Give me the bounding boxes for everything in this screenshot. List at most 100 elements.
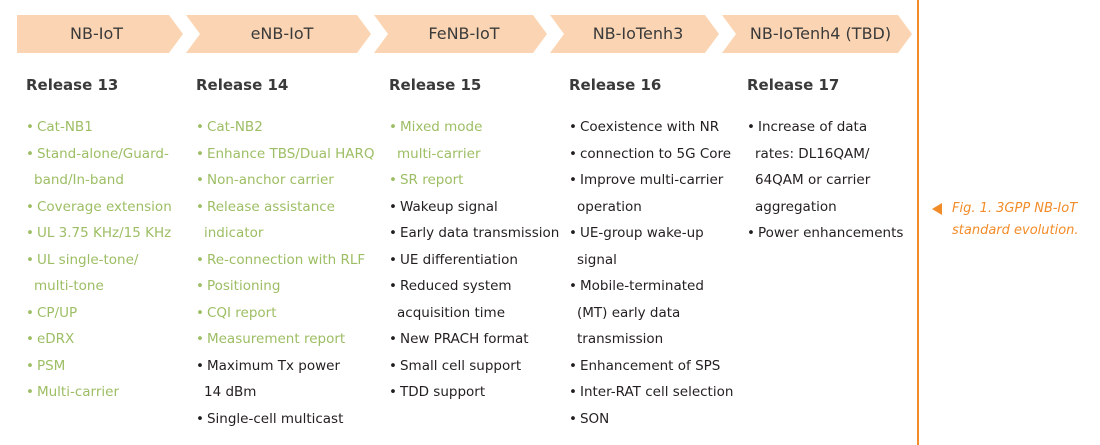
bullet-icon: •	[196, 119, 204, 135]
bullet-icon: •	[196, 410, 204, 427]
feature-text: TDD support	[399, 384, 486, 400]
feature-item: •Maximum Tx power	[196, 353, 375, 380]
feature-text: 64QAM or carrier	[755, 172, 871, 188]
release-column-1: Release 13•Cat-NB1•Stand-alone/Guard-ban…	[26, 70, 172, 406]
feature-item: •Re-connection with RLF	[196, 247, 375, 274]
bullet-icon: •	[569, 357, 577, 374]
feature-text: Small cell support	[399, 357, 522, 374]
feature-item: •connection to 5G Core	[569, 141, 733, 168]
feature-text: Enhancement of SPS	[579, 357, 721, 374]
chevron-shapes	[17, 15, 912, 53]
feature-text: Improve multi-carrier	[579, 172, 724, 188]
feature-item: •UE-group wake-up	[569, 220, 733, 247]
caption-arrow-icon	[932, 203, 942, 215]
bullet-icon: •	[26, 251, 34, 268]
stage-label-5: NB-IoTenh4 (TBD)	[749, 24, 892, 43]
feature-text: Multi-carrier	[36, 384, 120, 400]
feature-item-continuation: signal	[569, 247, 733, 274]
bullet-icon: •	[196, 198, 204, 215]
feature-item: •PSM	[26, 353, 172, 380]
bullet-icon: •	[569, 119, 577, 135]
feature-item-continuation: indicator	[196, 220, 375, 247]
feature-text: Power enhancements	[757, 225, 904, 241]
feature-item: •Mixed mode	[389, 114, 559, 141]
bullet-icon: •	[389, 357, 397, 374]
feature-item: •UL 3.75 KHz/15 KHz	[26, 220, 172, 247]
feature-item: •Wakeup signal	[389, 194, 559, 221]
feature-text: CP/UP	[36, 304, 78, 321]
release-column-5: Release 17 •Increase of data rates: DL16QA…	[747, 70, 903, 247]
feature-item: •TDD support	[389, 379, 559, 406]
stage-chevron-5	[722, 15, 912, 53]
feature-text: Single-cell multicast	[206, 410, 344, 427]
feature-item-continuation: acquisition time	[389, 300, 559, 327]
feature-text: Non-anchor carrier	[206, 172, 334, 188]
feature-text: UL single-tone/	[36, 251, 139, 268]
feature-item-continuation: multi-carrier	[389, 141, 559, 168]
bullet-icon: •	[747, 119, 755, 135]
feature-text: Mixed mode	[399, 119, 483, 135]
feature-text: eDRX	[36, 331, 75, 347]
feature-text: Stand-alone/Guard-	[36, 145, 169, 162]
feature-item: •Increase of data	[747, 114, 903, 141]
bullet-icon: •	[26, 357, 34, 374]
feature-text: operation	[577, 198, 642, 215]
feature-text: Coexistence with NR	[579, 119, 720, 135]
feature-text: band/In-band	[34, 172, 124, 188]
feature-item-continuation: band/In-band	[26, 167, 172, 194]
feature-text: Maximum Tx power	[206, 357, 341, 374]
feature-item-continuation: rates: DL16QAM/	[747, 141, 903, 168]
feature-item-continuation: operation	[569, 194, 733, 221]
bullet-icon: •	[26, 145, 34, 162]
feature-item: •SON	[569, 406, 733, 433]
bullet-icon: •	[196, 278, 204, 294]
feature-item: •UE differentiation	[389, 247, 559, 274]
bullet-icon: •	[196, 172, 204, 188]
feature-item: •Release assistance	[196, 194, 375, 221]
feature-item: •Reduced system	[389, 273, 559, 300]
release-title: Release 17	[747, 76, 840, 94]
feature-item: •UL single-tone/	[26, 247, 172, 274]
feature-item: •CP/UP	[26, 300, 172, 327]
feature-item-continuation: aggregation	[747, 194, 903, 221]
feature-item: •SR report	[389, 167, 559, 194]
feature-text: 14 dBm	[204, 384, 257, 400]
feature-text: aggregation	[755, 198, 837, 215]
feature-text: acquisition time	[397, 304, 506, 321]
bullet-icon: •	[196, 331, 204, 347]
feature-text: UE-group wake-up	[579, 225, 704, 241]
feature-item: •Enhance TBS/Dual HARQ	[196, 141, 375, 168]
release-title: Release 15	[389, 76, 482, 94]
feature-text: Cat-NB2	[206, 119, 263, 135]
feature-text: CQI report	[206, 304, 277, 321]
release-column-2: Release 14•Cat-NB2•Enhance TBS/Dual HARQ…	[196, 70, 375, 432]
feature-text: rates: DL16QAM/	[755, 145, 870, 162]
bullet-icon: •	[389, 172, 397, 188]
bullet-icon: •	[747, 225, 755, 241]
feature-item: •Cat-NB2	[196, 114, 375, 141]
bullet-icon: •	[26, 198, 34, 215]
bullet-icon: •	[26, 304, 34, 321]
feature-text: (MT) early data	[577, 304, 681, 321]
stage-label-3: FeNB-IoT	[428, 24, 500, 43]
bullet-icon: •	[389, 119, 397, 135]
stage-chevron-3	[374, 15, 547, 53]
bullet-icon: •	[569, 410, 577, 427]
feature-text: Enhance TBS/Dual HARQ	[206, 145, 375, 162]
bullet-icon: •	[569, 172, 577, 188]
bullet-icon: •	[389, 251, 397, 268]
stage-label-1: NB-IoT	[70, 24, 123, 43]
feature-item: •Cat-NB1	[26, 114, 172, 141]
bullet-icon: •	[389, 198, 397, 215]
feature-text: Release assistance	[206, 198, 335, 215]
caption-line-2: standard evolution.	[952, 223, 1079, 238]
release-title: Release 13	[26, 76, 119, 94]
feature-text: multi-tone	[34, 278, 104, 294]
release-title: Release 14	[196, 76, 289, 94]
feature-item: •Small cell support	[389, 353, 559, 380]
feature-item: •Multi-carrier	[26, 379, 172, 406]
stage-chevron-1	[17, 15, 183, 53]
bullet-icon: •	[196, 251, 204, 268]
